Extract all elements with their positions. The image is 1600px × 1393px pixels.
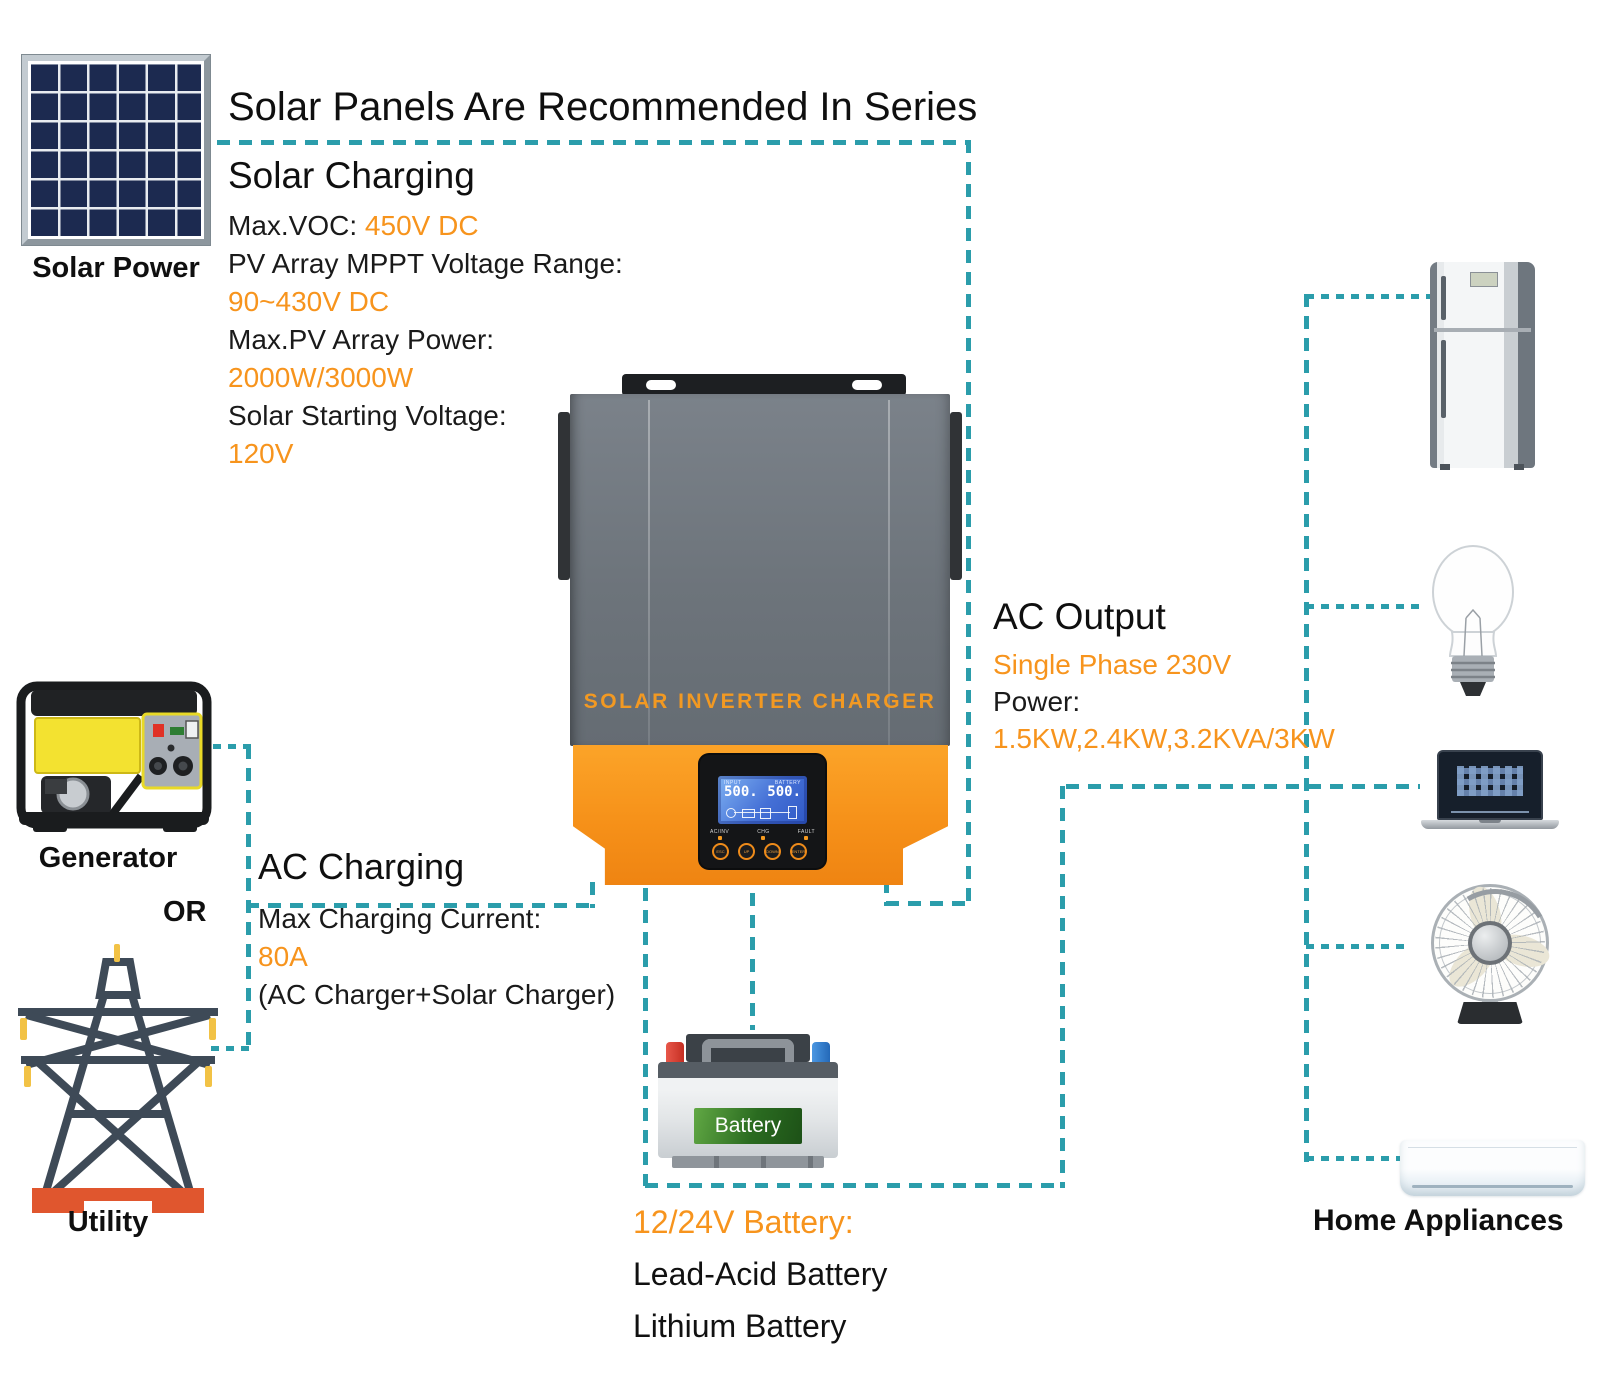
fridge-handle — [1441, 340, 1446, 418]
lcd-schematic-icons — [726, 805, 799, 819]
lcd-right-label: BATTERY — [774, 780, 801, 786]
connector-source-vertical — [246, 746, 251, 1052]
charging-note: (AC Charger+Solar Charger) — [258, 979, 616, 1010]
indicator-chg-label: CHG — [757, 829, 770, 835]
connector-ac-charging-stub — [590, 882, 595, 908]
inverter-brand-text: SOLAR INVERTER CHARGER — [583, 690, 937, 713]
spec-max-voc: Max.VOC: 450V DC — [228, 210, 479, 241]
connector-generator-branch — [213, 744, 253, 749]
connector-ac-charging-horizontal — [246, 903, 593, 908]
solar-panel-cells — [31, 64, 201, 236]
indicator-chg-led — [761, 836, 766, 840]
connector-battery-left-vertical — [643, 888, 648, 1186]
battery-type-lithium: Lithium Battery — [633, 1308, 847, 1344]
connector-solar-vertical — [966, 140, 971, 906]
enter-button: ENTER — [790, 843, 807, 860]
ac-charging-specs: Max Charging Current: 80A (AC Charger+So… — [258, 900, 615, 1014]
lcd-load-icon — [760, 808, 771, 819]
inverter-lcd-display: INPUT 500. BATTERY 500. — [718, 776, 807, 824]
series-title: Solar Panels Are Recommended In Series — [228, 85, 978, 129]
lcd-right-value: 500. — [767, 784, 801, 800]
battery-handle — [702, 1039, 794, 1069]
inverter-indicators: AC/INV CHG FAULT — [710, 829, 815, 840]
output-power-label: Power: — [993, 686, 1081, 717]
or-label: OR — [163, 896, 207, 928]
battery-name-label: Battery — [694, 1108, 802, 1144]
light-bulb-icon — [1432, 545, 1514, 696]
inverter-control-panel: INPUT 500. BATTERY 500. — [700, 755, 825, 868]
connector-solar-horizontal — [217, 140, 970, 145]
lcd-battery-icon — [788, 806, 797, 819]
esc-button: ESC — [712, 843, 729, 860]
connector-output-horizontal — [886, 901, 970, 906]
battery-type-lead-acid: Lead-Acid Battery — [633, 1256, 888, 1292]
spec-mppt-range-label: PV Array MPPT Voltage Range: — [228, 248, 623, 279]
battery-icon: ∞ ∞ ∞ ∞ ∞ Battery — [658, 1032, 838, 1174]
solar-power-label: Solar Power — [32, 252, 200, 284]
indicator-acinv-led — [717, 836, 722, 840]
indicator-fault-label: FAULT — [797, 829, 815, 835]
connector-utility-branch — [211, 1046, 253, 1051]
laptop-icon — [1421, 750, 1559, 832]
generator-label: Generator — [38, 842, 178, 874]
battery-positive-terminal — [666, 1042, 684, 1064]
air-conditioner-icon — [1400, 1140, 1585, 1196]
inverter-left-fin — [558, 412, 570, 580]
spec-start-voltage-label: Solar Starting Voltage: — [228, 400, 507, 431]
inverter-device: SOLAR INVERTER CHARGER INPUT 500. BATTER… — [556, 372, 964, 887]
freezer-handle — [1441, 276, 1446, 320]
inverter-body — [570, 394, 950, 746]
spec-pv-power-value: 2000W/3000W — [228, 362, 414, 393]
inverter-right-fin — [950, 412, 962, 580]
lcd-left-value: 500. — [724, 784, 758, 800]
down-button: DOWN — [764, 843, 781, 860]
output-phase-value: Single Phase 230V — [993, 649, 1232, 680]
indicator-acinv-label: AC/INV — [710, 829, 730, 835]
up-button: UP — [738, 843, 755, 860]
lcd-left-label: INPUT — [724, 780, 742, 786]
ac-charging-heading: AC Charging — [258, 846, 465, 887]
battery-base — [672, 1156, 824, 1168]
charging-current-value: 80A — [258, 941, 308, 972]
connector-fan-branch — [1306, 944, 1410, 949]
solar-panel-icon — [22, 55, 210, 245]
generator-icon — [16, 681, 212, 832]
spec-start-voltage-value: 120V — [228, 438, 294, 469]
ac-output-specs: Single Phase 230V Power: 1.5KW,2.4KW,3.2… — [993, 646, 1335, 757]
connector-aircon-branch — [1306, 1156, 1402, 1161]
connector-battery-stub — [750, 893, 755, 1030]
lcd-pv-icon — [726, 808, 736, 818]
battery-text-block: 12/24V Battery: Lead-Acid Battery Lithiu… — [633, 1196, 887, 1352]
connector-appliance-trunk — [1304, 294, 1309, 1162]
connector-fridge-branch — [1306, 294, 1432, 299]
home-appliances-label: Home Appliances — [1313, 1204, 1564, 1237]
connector-inverter-output-stub — [884, 880, 889, 906]
utility-label: Utility — [67, 1206, 149, 1238]
indicator-fault-led — [804, 836, 809, 840]
output-power-value: 1.5KW,2.4KW,3.2KVA/3KW — [993, 723, 1335, 754]
table-fan-icon — [1428, 877, 1562, 1024]
battery-heading: 12/24V Battery: — [633, 1204, 854, 1240]
connector-battery-right-vertical — [1060, 786, 1065, 1188]
solar-charging-specs: Max.VOC: 450V DC PV Array MPPT Voltage R… — [228, 207, 623, 473]
battery-negative-terminal — [812, 1042, 830, 1064]
connector-battery-bottom — [645, 1183, 1063, 1188]
connector-bulb-branch — [1306, 604, 1426, 609]
solar-charging-heading: Solar Charging — [228, 155, 475, 196]
connector-laptop-branch — [1066, 784, 1420, 789]
charging-current-label: Max Charging Current: — [258, 903, 542, 934]
utility-tower-icon — [18, 944, 218, 1213]
ac-output-heading: AC Output — [993, 596, 1166, 637]
lcd-inverter-icon — [742, 809, 755, 818]
inverter-mounting-bracket — [622, 374, 906, 396]
spec-pv-power-label: Max.PV Array Power: — [228, 324, 495, 355]
refrigerator-icon — [1430, 262, 1535, 470]
spec-mppt-range-value: 90~430V DC — [228, 286, 390, 317]
